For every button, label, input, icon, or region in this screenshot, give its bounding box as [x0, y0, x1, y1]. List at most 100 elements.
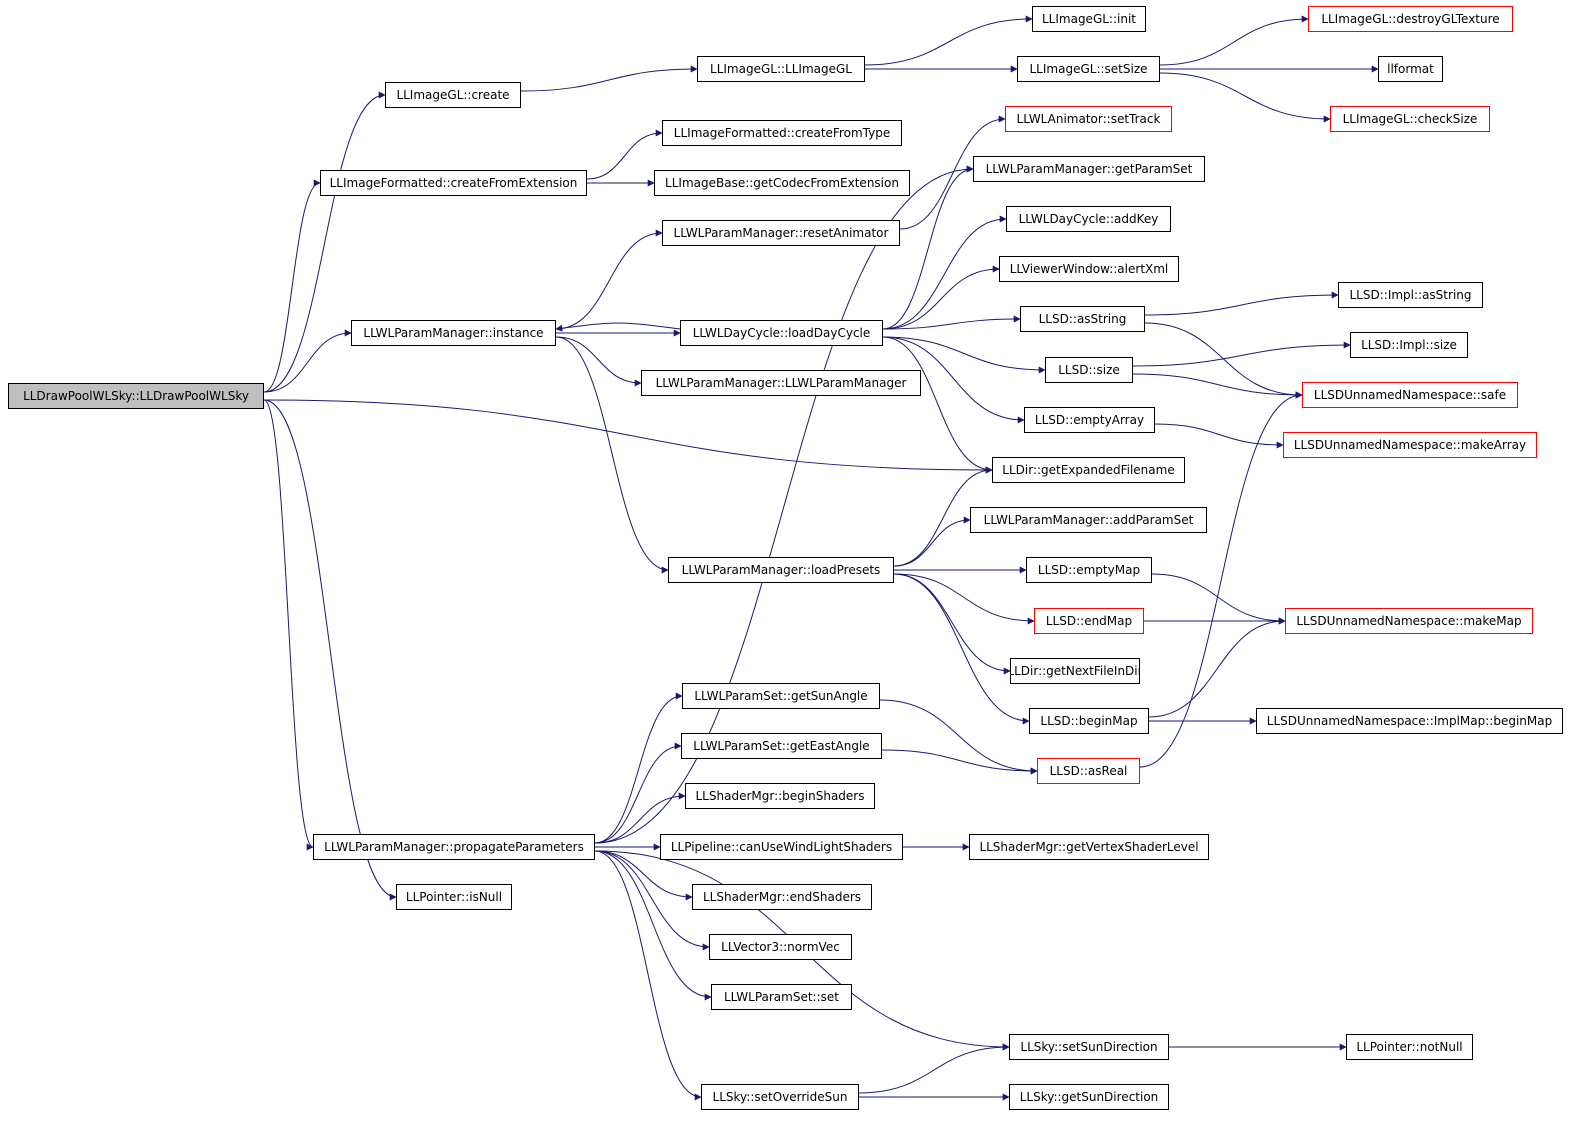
- node-wlpm-instance[interactable]: LLWLParamManager::instance: [351, 320, 556, 346]
- edge-wldc_loaddaycycle-to-llsd_emptyarray: [882, 336, 1025, 424]
- node-wldc-addkey[interactable]: LLWLDayCycle::addKey: [1006, 206, 1171, 232]
- node-imagegl-init[interactable]: LLImageGL::init: [1032, 6, 1146, 32]
- node-wlpm-propagate[interactable]: LLWLParamManager::propagateParameters: [313, 834, 595, 860]
- node-viewer-alertxml[interactable]: LLViewerWindow::alertXml: [999, 256, 1179, 282]
- node-llformat[interactable]: llformat: [1378, 56, 1443, 82]
- node-label: LLShaderMgr::getVertexShaderLevel: [979, 840, 1199, 854]
- edge-wlpm_propagate-to-sky_setoverridesun: [594, 850, 702, 1101]
- node-sky-getsundir[interactable]: LLSky::getSunDirection: [1009, 1084, 1169, 1110]
- node-label: LLPointer::isNull: [405, 890, 503, 904]
- node-shader-begin[interactable]: LLShaderMgr::beginShaders: [685, 783, 875, 809]
- node-imagegl-checksize[interactable]: LLImageGL::checkSize: [1330, 106, 1490, 132]
- node-wldc-loaddaycycle[interactable]: LLWLDayCycle::loadDayCycle: [680, 320, 883, 346]
- edge-wlpm_propagate-to-wlpm_getparamset: [594, 165, 974, 844]
- node-wlpm-loadpresets[interactable]: LLWLParamManager::loadPresets: [668, 557, 894, 583]
- node-wlpm-addparamset[interactable]: LLWLParamManager::addParamSet: [970, 507, 1207, 533]
- node-wlps-getsunangle[interactable]: LLWLParamSet::getSunAngle: [682, 683, 880, 709]
- edge-wlpm_resetanimator-to-wlanim_settrack: [899, 115, 1006, 230]
- node-llsd-size[interactable]: LLSD::size: [1045, 357, 1133, 383]
- node-pointer-isnull[interactable]: LLPointer::isNull: [396, 884, 512, 910]
- node-label: LLPipeline::canUseWindLightShaders: [670, 840, 893, 854]
- node-llsd-emptymap[interactable]: LLSD::emptyMap: [1026, 557, 1152, 583]
- edge-llsd_beginmap-to-ns_makemap: [1148, 617, 1286, 718]
- node-shader-getvertexlevel[interactable]: LLShaderMgr::getVertexShaderLevel: [969, 834, 1209, 860]
- edge-layer: [263, 15, 1379, 1101]
- node-label: LLSky::setOverrideSun: [712, 1090, 848, 1104]
- node-impl-asstring[interactable]: LLSD::Impl::asString: [1338, 282, 1483, 308]
- node-pipeline-canusewl[interactable]: LLPipeline::canUseWindLightShaders: [660, 834, 903, 860]
- node-imgbase-getcodec[interactable]: LLImageBase::getCodecFromExtension: [654, 170, 910, 196]
- node-llsd-emptyarray[interactable]: LLSD::emptyArray: [1024, 407, 1155, 433]
- edge-wlps_geteastangle-to-llsd_asreal: [881, 749, 1038, 775]
- node-label: LLImageBase::getCodecFromExtension: [665, 176, 899, 190]
- edge-root-to-lldir_getexpanded: [263, 399, 993, 474]
- edge-wldc_loaddaycycle-to-wlpm_instance: [555, 322, 681, 332]
- node-llsd-beginmap[interactable]: LLSD::beginMap: [1029, 708, 1149, 734]
- node-sky-setoverridesun[interactable]: LLSky::setOverrideSun: [701, 1084, 859, 1110]
- edge-root-to-imagegl_create: [263, 91, 386, 393]
- edge-imagegl_setsize-to-imagegl_destroy: [1159, 15, 1309, 66]
- node-llsd-endmap[interactable]: LLSD::endMap: [1034, 608, 1144, 634]
- node-vec3-normvec[interactable]: LLVector3::normVec: [709, 934, 852, 960]
- edge-root-to-pointer_isnull: [263, 399, 397, 901]
- node-llsd-asreal[interactable]: LLSD::asReal: [1037, 758, 1140, 784]
- node-impl-size[interactable]: LLSD::Impl::size: [1350, 332, 1468, 358]
- node-ns-implmap-beginmap[interactable]: LLSDUnnamedNamespace::ImplMap::beginMap: [1256, 708, 1563, 734]
- node-label: LLImageGL::create: [396, 88, 510, 102]
- edge-llsd_size-to-ns_safe: [1132, 373, 1303, 399]
- node-imagegl-setsize[interactable]: LLImageGL::setSize: [1017, 56, 1160, 82]
- node-label: LLSD::Impl::size: [1361, 338, 1457, 352]
- edge-wldc_loaddaycycle-to-wldc_addkey: [882, 215, 1007, 330]
- node-label: LLDir::getNextFileInDir: [1010, 664, 1140, 678]
- node-wlpm-resetanimator[interactable]: LLWLParamManager::resetAnimator: [662, 220, 900, 246]
- node-lldir-getnextfile[interactable]: LLDir::getNextFileInDir: [1010, 658, 1140, 684]
- node-label: LLWLAnimator::setTrack: [1016, 112, 1161, 126]
- node-label: LLSD::Impl::asString: [1349, 288, 1472, 302]
- edge-wlpm_propagate-to-wlps_getsunangle: [594, 692, 683, 844]
- node-imgfmt-createfromtype[interactable]: LLImageFormatted::createFromType: [662, 120, 902, 146]
- node-label: LLWLParamManager::resetAnimator: [673, 226, 889, 240]
- node-label: LLViewerWindow::alertXml: [1009, 262, 1169, 276]
- edge-llsd_asstring-to-impl_asstring: [1144, 291, 1339, 316]
- node-label: LLSky::getSunDirection: [1019, 1090, 1159, 1104]
- edge-wlpm_loadpresets-to-lldir_getnextfile: [893, 573, 1011, 675]
- node-imagegl-create[interactable]: LLImageGL::create: [385, 82, 521, 108]
- edge-llsd_emptyarray-to-ns_makearray: [1154, 423, 1284, 449]
- node-lldir-getexpanded[interactable]: LLDir::getExpandedFilename: [992, 457, 1185, 483]
- node-wlps-geteastangle[interactable]: LLWLParamSet::getEastAngle: [681, 733, 882, 759]
- node-label: LLImageFormatted::createFromType: [673, 126, 891, 140]
- node-imagegl-ctor[interactable]: LLImageGL::LLImageGL: [697, 56, 865, 82]
- node-llsd-asstring[interactable]: LLSD::asString: [1020, 306, 1145, 332]
- node-label: LLShaderMgr::endShaders: [702, 890, 862, 904]
- node-ns-makearray[interactable]: LLSDUnnamedNamespace::makeArray: [1283, 432, 1537, 458]
- node-label: LLSky::setSunDirection: [1020, 1040, 1158, 1054]
- edge-wlps_getsunangle-to-llsd_asreal: [879, 699, 1038, 775]
- node-pointer-notnull[interactable]: LLPointer::notNull: [1346, 1034, 1473, 1060]
- node-shader-end[interactable]: LLShaderMgr::endShaders: [692, 884, 872, 910]
- node-ns-makemap[interactable]: LLSDUnnamedNamespace::makeMap: [1285, 608, 1533, 634]
- node-ns-safe[interactable]: LLSDUnnamedNamespace::safe: [1302, 382, 1518, 408]
- edge-root-to-imgfmt_createfromext: [263, 179, 321, 393]
- edge-wldc_loaddaycycle-to-llsd_size: [882, 336, 1046, 374]
- edge-wlpm_instance-to-wlpm_resetanimator: [555, 229, 663, 330]
- node-label: LLSDUnnamedNamespace::safe: [1313, 388, 1507, 402]
- node-label: LLSD::asReal: [1049, 764, 1128, 778]
- edge-imagegl_ctor-to-imagegl_init: [864, 15, 1033, 66]
- edge-imagegl_create-to-imagegl_ctor: [520, 65, 698, 92]
- node-imagegl-destroy[interactable]: LLImageGL::destroyGLTexture: [1308, 6, 1513, 32]
- edge-llsd_size-to-impl_size: [1132, 341, 1351, 367]
- node-imgfmt-createfromext[interactable]: LLImageFormatted::createFromExtension: [320, 170, 587, 196]
- node-label: LLImageGL::setSize: [1029, 62, 1148, 76]
- node-wlps-set[interactable]: LLWLParamSet::set: [711, 984, 852, 1010]
- edge-root-to-wlpm_instance: [263, 329, 352, 393]
- node-wlanim-settrack[interactable]: LLWLAnimator::setTrack: [1005, 106, 1172, 132]
- edge-wlpm_propagate-to-wlps_set: [594, 850, 712, 1001]
- node-label: LLWLParamManager::loadPresets: [681, 563, 881, 577]
- node-label: LLSD::size: [1058, 363, 1120, 377]
- node-wlpm-ctor[interactable]: LLWLParamManager::LLWLParamManager: [641, 370, 921, 396]
- node-label: LLWLParamManager::propagateParameters: [324, 840, 584, 854]
- edge-imgfmt_createfromext-to-imgfmt_createfromtype: [586, 129, 663, 180]
- node-label: LLSD::emptyMap: [1037, 563, 1141, 577]
- node-wlpm-getparamset[interactable]: LLWLParamManager::getParamSet: [973, 156, 1205, 182]
- node-sky-setsundir[interactable]: LLSky::setSunDirection: [1009, 1034, 1169, 1060]
